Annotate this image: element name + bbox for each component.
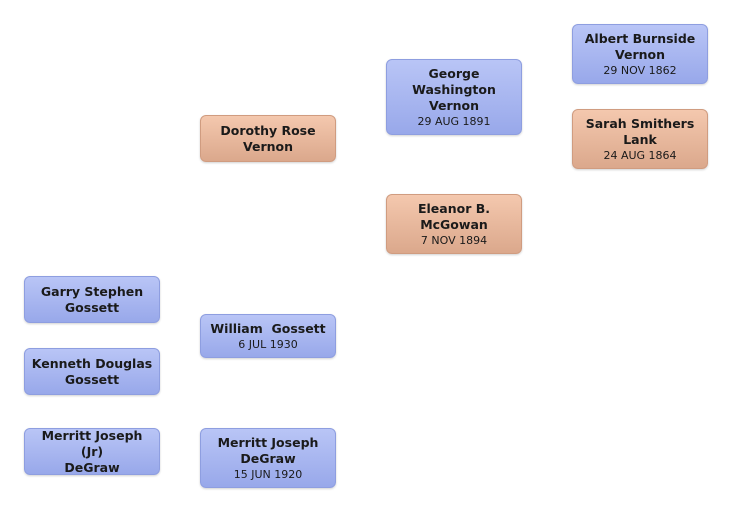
person-card-garry-gossett[interactable]: Garry Stephen Gossett xyxy=(24,276,160,323)
person-name-line: Gossett xyxy=(64,371,120,387)
person-name-line: Lank xyxy=(623,132,657,147)
person-name-line: Sarah Smithers xyxy=(585,116,695,131)
person-name-line: DeGraw xyxy=(240,451,296,466)
person-name-line: Gossett xyxy=(64,299,120,315)
person-card-william-gossett[interactable]: William Gossett 6 JUL 1930 xyxy=(200,314,336,358)
person-name-line: Merritt Joseph (Jr) xyxy=(41,427,143,459)
person-name-line: Garry Stephen xyxy=(40,283,144,299)
person-name-line: Vernon xyxy=(242,138,294,154)
person-card-albert-vernon[interactable]: Albert Burnside Vernon 29 NOV 1862 xyxy=(572,24,708,84)
person-card-eleanor-mcgowan[interactable]: Eleanor B. McGowan 7 NOV 1894 xyxy=(386,194,522,254)
person-card-kenneth-gossett[interactable]: Kenneth Douglas Gossett xyxy=(24,348,160,395)
person-card-sarah-lank[interactable]: Sarah Smithers Lank 24 AUG 1864 xyxy=(572,109,708,169)
person-birth-date: 6 JUL 1930 xyxy=(238,338,298,351)
person-name-line: William Gossett xyxy=(210,321,326,336)
person-name-line: George xyxy=(428,66,480,81)
person-name-line: Dorothy Rose xyxy=(220,122,316,138)
person-name-line: Albert Burnside xyxy=(584,31,696,46)
person-birth-date: 24 AUG 1864 xyxy=(603,149,677,162)
person-card-merritt-degraw-sr[interactable]: Merritt Joseph DeGraw 15 JUN 1920 xyxy=(200,428,336,488)
person-name-line: Vernon xyxy=(428,98,480,113)
person-name-line: Kenneth Douglas xyxy=(31,355,153,371)
person-card-merritt-degraw-jr[interactable]: Merritt Joseph (Jr) DeGraw xyxy=(24,428,160,475)
person-birth-date: 29 AUG 1891 xyxy=(417,115,491,128)
person-name-line: DeGraw xyxy=(64,459,120,475)
person-birth-date: 7 NOV 1894 xyxy=(420,234,488,247)
person-card-dorothy-vernon[interactable]: Dorothy Rose Vernon xyxy=(200,115,336,162)
person-name-line: Eleanor B. xyxy=(417,201,490,216)
person-birth-date: 29 NOV 1862 xyxy=(603,64,677,77)
person-name-line: Merritt Joseph xyxy=(217,435,319,450)
person-card-george-vernon[interactable]: George Washington Vernon 29 AUG 1891 xyxy=(386,59,522,135)
person-birth-date: 15 JUN 1920 xyxy=(233,468,303,481)
person-name-line: Vernon xyxy=(614,47,666,62)
person-name-line: McGowan xyxy=(420,217,488,232)
person-name-line: Washington xyxy=(412,82,496,97)
